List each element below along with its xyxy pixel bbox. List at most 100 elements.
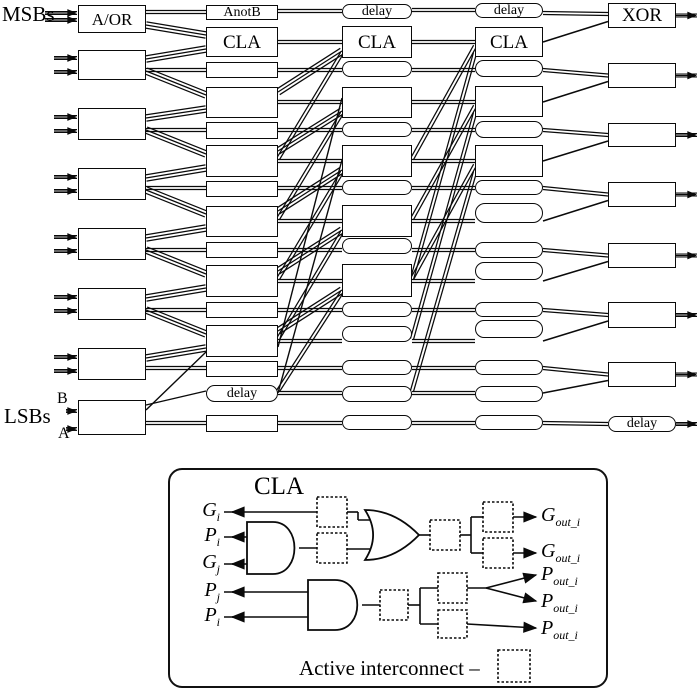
pass-thin-box [206, 302, 278, 318]
sum-output-box [608, 182, 676, 207]
signal-subscript: out_i [553, 628, 578, 642]
pass-oval [342, 122, 412, 137]
delay-oval: delay [608, 416, 676, 432]
operand-input-box [78, 400, 146, 435]
msbs-label: MSBs [2, 2, 55, 26]
interconnect-box [437, 609, 468, 639]
pg-merge-box [206, 265, 278, 297]
pg-merge-box [475, 86, 543, 117]
pass-oval [342, 415, 412, 430]
block-label: CLA [223, 31, 261, 53]
signal-base: P [204, 604, 217, 626]
cla-box: CLA [342, 26, 412, 58]
operand-input-box [78, 228, 146, 260]
signal-base: G [202, 499, 217, 521]
block-label: delay [493, 2, 525, 18]
legend-output-label: Gout_i [541, 540, 580, 566]
interconnect-box [482, 537, 514, 569]
legend-output-label: Pout_i [541, 590, 578, 616]
pg-merge-box [206, 87, 278, 118]
pg-merge-box [342, 87, 412, 118]
legend-input-label: Pi [178, 524, 220, 550]
legend-title: CLA [254, 473, 304, 500]
legend-output-label: Pout_i [541, 617, 578, 643]
signal-subscript: out_i [553, 601, 578, 615]
signal-subscript: i [216, 535, 220, 549]
sum-output-box [608, 243, 676, 268]
delay-oval: delay [206, 385, 278, 402]
legend-note: Active interconnect – [299, 656, 480, 680]
interconnect-box [316, 496, 348, 528]
block-label: A/OR [91, 9, 133, 29]
signal-subscript: j [216, 562, 220, 576]
pass-oval [475, 320, 543, 338]
pass-thin-box [206, 415, 278, 432]
pass-oval [475, 415, 543, 430]
signal-base: P [204, 579, 217, 601]
signal-base: G [541, 504, 556, 526]
block-label: CLA [490, 31, 528, 53]
pass-thin-box [206, 361, 278, 377]
lsbs-label: LSBs [4, 404, 51, 428]
operand-input-box [78, 50, 146, 80]
pass-oval [342, 180, 412, 195]
anotb-box: AnotB [206, 5, 278, 20]
signal-subscript: i [216, 615, 220, 629]
interconnect-box [482, 501, 514, 533]
legend-input-label: Pj [178, 579, 220, 605]
and-gate [307, 579, 358, 631]
block-label: XOR [621, 5, 663, 26]
legend-output-label: Gout_i [541, 504, 580, 530]
block-label: AnotB [223, 4, 261, 20]
pass-oval [475, 262, 543, 280]
and-gate [246, 521, 296, 575]
pass-oval [342, 386, 412, 402]
block-label: delay [361, 3, 393, 19]
operand-input-box [78, 108, 146, 140]
legend-input-label: Gj [178, 551, 220, 577]
signal-base: P [541, 563, 554, 585]
pass-oval [475, 242, 543, 258]
signal-base: P [204, 524, 217, 546]
operand-input-box [78, 168, 146, 200]
sum-output-box [608, 302, 676, 328]
signal-base: P [541, 617, 554, 639]
a-or-box: A/OR [78, 5, 146, 33]
pass-thin-box [206, 122, 278, 139]
legend-output-label: Pout_i [541, 563, 578, 589]
interconnect-box [379, 589, 409, 621]
pg-merge-box [342, 264, 412, 297]
sum-output-box [608, 123, 676, 147]
sum-output-box [608, 63, 676, 88]
sum-output-box [608, 362, 676, 387]
signal-base: P [541, 590, 554, 612]
interconnect-box [429, 519, 461, 551]
pg-merge-box [206, 325, 278, 357]
pass-oval [342, 326, 412, 342]
pg-merge-box [342, 205, 412, 237]
delay-oval: delay [342, 4, 412, 19]
pass-thin-box [206, 62, 278, 78]
operand-input-box [78, 288, 146, 320]
pass-oval [475, 180, 543, 195]
pg-merge-box [206, 206, 278, 237]
legend-input-label: Gi [178, 499, 220, 525]
legend-panel [168, 468, 608, 688]
pass-oval [342, 360, 412, 375]
pass-oval [475, 203, 543, 223]
pg-merge-box [475, 145, 543, 177]
pg-merge-box [206, 145, 278, 177]
interconnect-box [316, 532, 348, 564]
signal-subscript: j [216, 590, 220, 604]
signal-subscript: out_i [555, 551, 581, 565]
pass-thin-box [206, 242, 278, 258]
cla-box: CLA [206, 27, 278, 57]
pass-oval [342, 61, 412, 77]
pass-oval [475, 60, 543, 77]
pg-merge-box [342, 145, 412, 177]
cla-box: CLA [475, 27, 543, 57]
block-label: delay [226, 385, 258, 401]
legend-sample-box [497, 649, 531, 683]
